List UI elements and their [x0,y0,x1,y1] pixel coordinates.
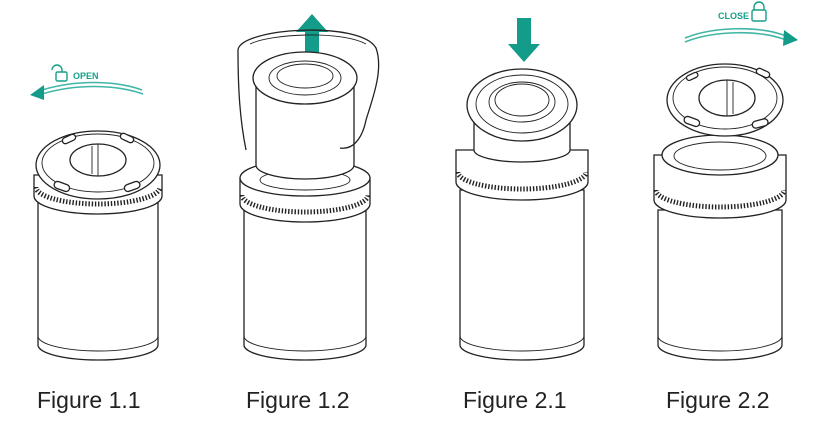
figure-caption-1-1: Figure 1.1 [37,387,141,413]
up-arrow-icon [296,14,328,58]
close-label: CLOSE [718,11,749,21]
canister-body [657,209,783,361]
figure-1-1-illustration: OPEN [30,64,163,361]
figure-1-2-illustration [237,14,380,361]
down-arrow-icon [508,18,540,62]
locked-padlock-icon [751,1,767,22]
canister-body [37,199,159,361]
hand-outline [237,29,380,151]
unlocked-padlock-icon [51,64,68,82]
canister-body [243,209,367,361]
filter-cartridge [255,79,355,180]
close-rotation-arrow [684,27,798,46]
open-rotation-arrow [30,81,144,100]
figure-2-2-illustration: CLOSE [653,1,798,361]
figure-2-1-illustration [455,18,589,361]
figure-caption-2-2: Figure 2.2 [666,387,770,413]
open-label: OPEN [73,71,99,81]
figure-caption-1-2: Figure 1.2 [246,387,350,413]
canister-body [459,189,585,361]
figure-caption-2-1: Figure 2.1 [463,387,567,413]
